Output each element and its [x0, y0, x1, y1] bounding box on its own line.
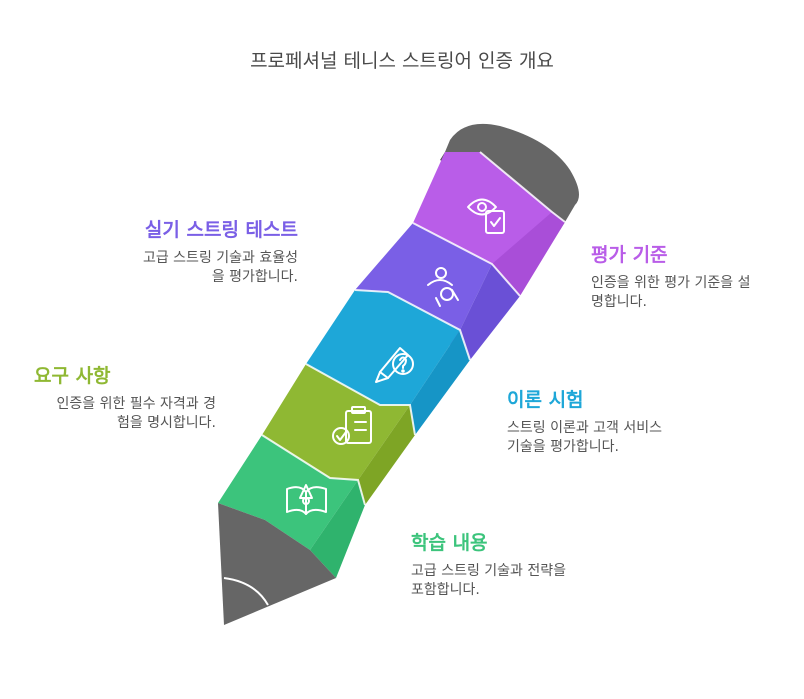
checklist-icon	[332, 406, 372, 445]
segment-eval	[413, 152, 565, 296]
label-practical: 실기 스트링 테스트	[144, 219, 298, 241]
people-icon	[427, 267, 459, 307]
book-shuttlecock-icon	[286, 484, 327, 515]
segment-theory	[306, 290, 470, 435]
label-req: 요구 사항	[34, 365, 111, 387]
eye-clipboard-icon	[467, 198, 505, 234]
pencil-tip	[218, 503, 336, 625]
label-eval: 평가 기준	[591, 244, 668, 266]
desc-theory: 스트링 이론과 고객 서비스 기술을 평가합니다.	[507, 420, 663, 455]
desc-eval: 인증을 위한 평가 기준을 설 명합니다.	[591, 275, 751, 310]
pencil-question-icon	[375, 347, 414, 383]
label-learn: 학습 내용	[411, 532, 488, 554]
desc-req: 인증을 위한 필수 자격과 경 험을 명시합니다.	[56, 396, 216, 431]
page-title: 프로페셔널 테니스 스트링어 인증 개요	[250, 50, 554, 72]
segment-req	[262, 364, 415, 505]
pencil-eraser	[445, 123, 579, 222]
desc-learn: 고급 스트링 기술과 전략을 포함합니다.	[411, 563, 567, 598]
label-theory: 이론 시험	[507, 389, 584, 411]
desc-practical: 고급 스트링 기술과 효율성 을 평가합니다.	[142, 250, 298, 285]
